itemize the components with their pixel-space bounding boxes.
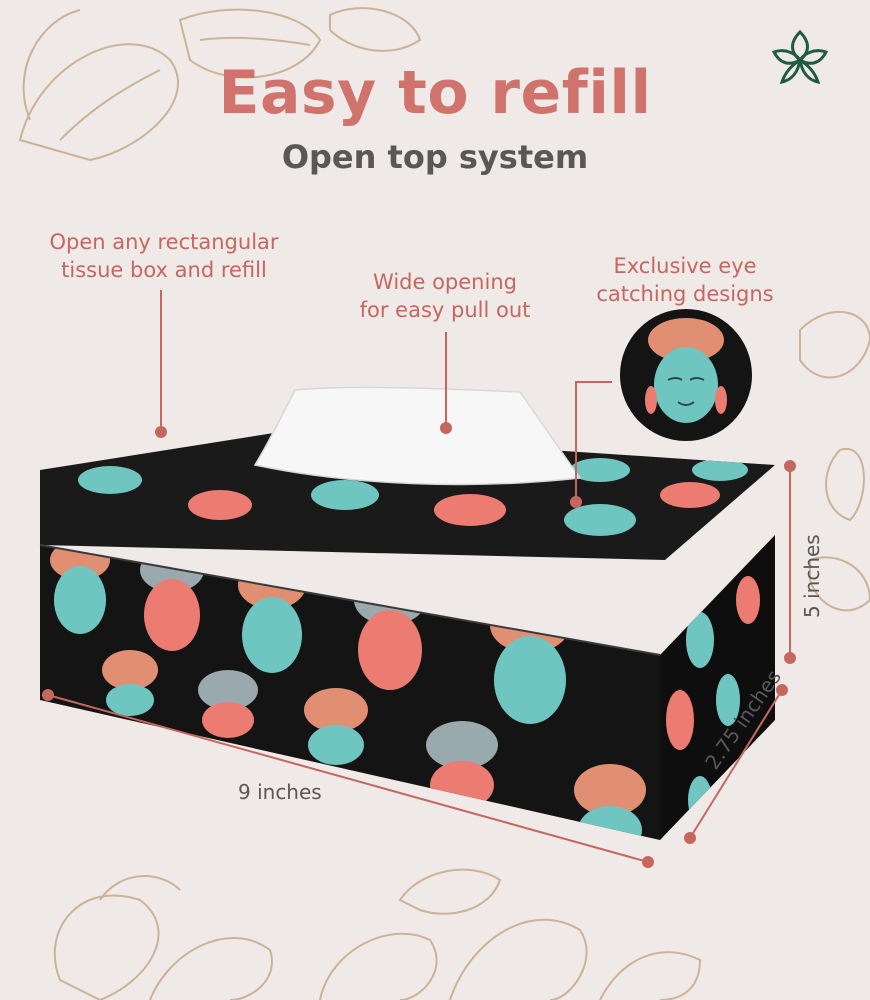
callout-refill: Open any rectangular tissue box and refi… xyxy=(24,228,304,284)
callout-designs-line-1: Exclusive eye xyxy=(613,254,757,278)
callout-opening: Wide opening for easy pull out xyxy=(320,268,570,324)
flower-bottom-right xyxy=(599,951,702,1000)
callout-refill-line-1: Open any rectangular xyxy=(49,230,279,254)
buddha-face xyxy=(102,650,158,716)
dimension-height-label: 5 inches xyxy=(800,534,824,618)
callout-designs-line-2: catching designs xyxy=(596,282,774,306)
flower-top-center xyxy=(178,7,422,79)
flower-bottom-left xyxy=(53,875,273,1000)
callout-opening-line-1: Wide opening xyxy=(373,270,517,294)
buddha-face xyxy=(198,670,258,738)
callout-designs: Exclusive eye catching designs xyxy=(570,252,800,308)
length-dimension-line xyxy=(47,694,649,863)
opening-callout-dot xyxy=(440,422,452,434)
depth-dimension-line xyxy=(689,689,783,839)
dimension-length-label: 9 inches xyxy=(238,780,322,804)
lid-seam xyxy=(39,544,661,656)
subheadline: Open top system xyxy=(281,138,589,176)
buddha-face xyxy=(304,688,368,765)
callout-opening-line-2: for easy pull out xyxy=(359,298,531,322)
flower-bottom-center xyxy=(319,868,588,1000)
flower-top-left xyxy=(18,9,179,162)
headline: Easy to refill xyxy=(218,58,652,128)
box-top-pattern xyxy=(78,458,748,536)
callout-refill-line-2: tissue box and refill xyxy=(61,258,267,282)
design-callout-dot xyxy=(570,496,582,508)
tissue-paper xyxy=(253,386,582,486)
refill-callout-dot xyxy=(155,426,167,438)
design-callout-line xyxy=(575,381,612,500)
